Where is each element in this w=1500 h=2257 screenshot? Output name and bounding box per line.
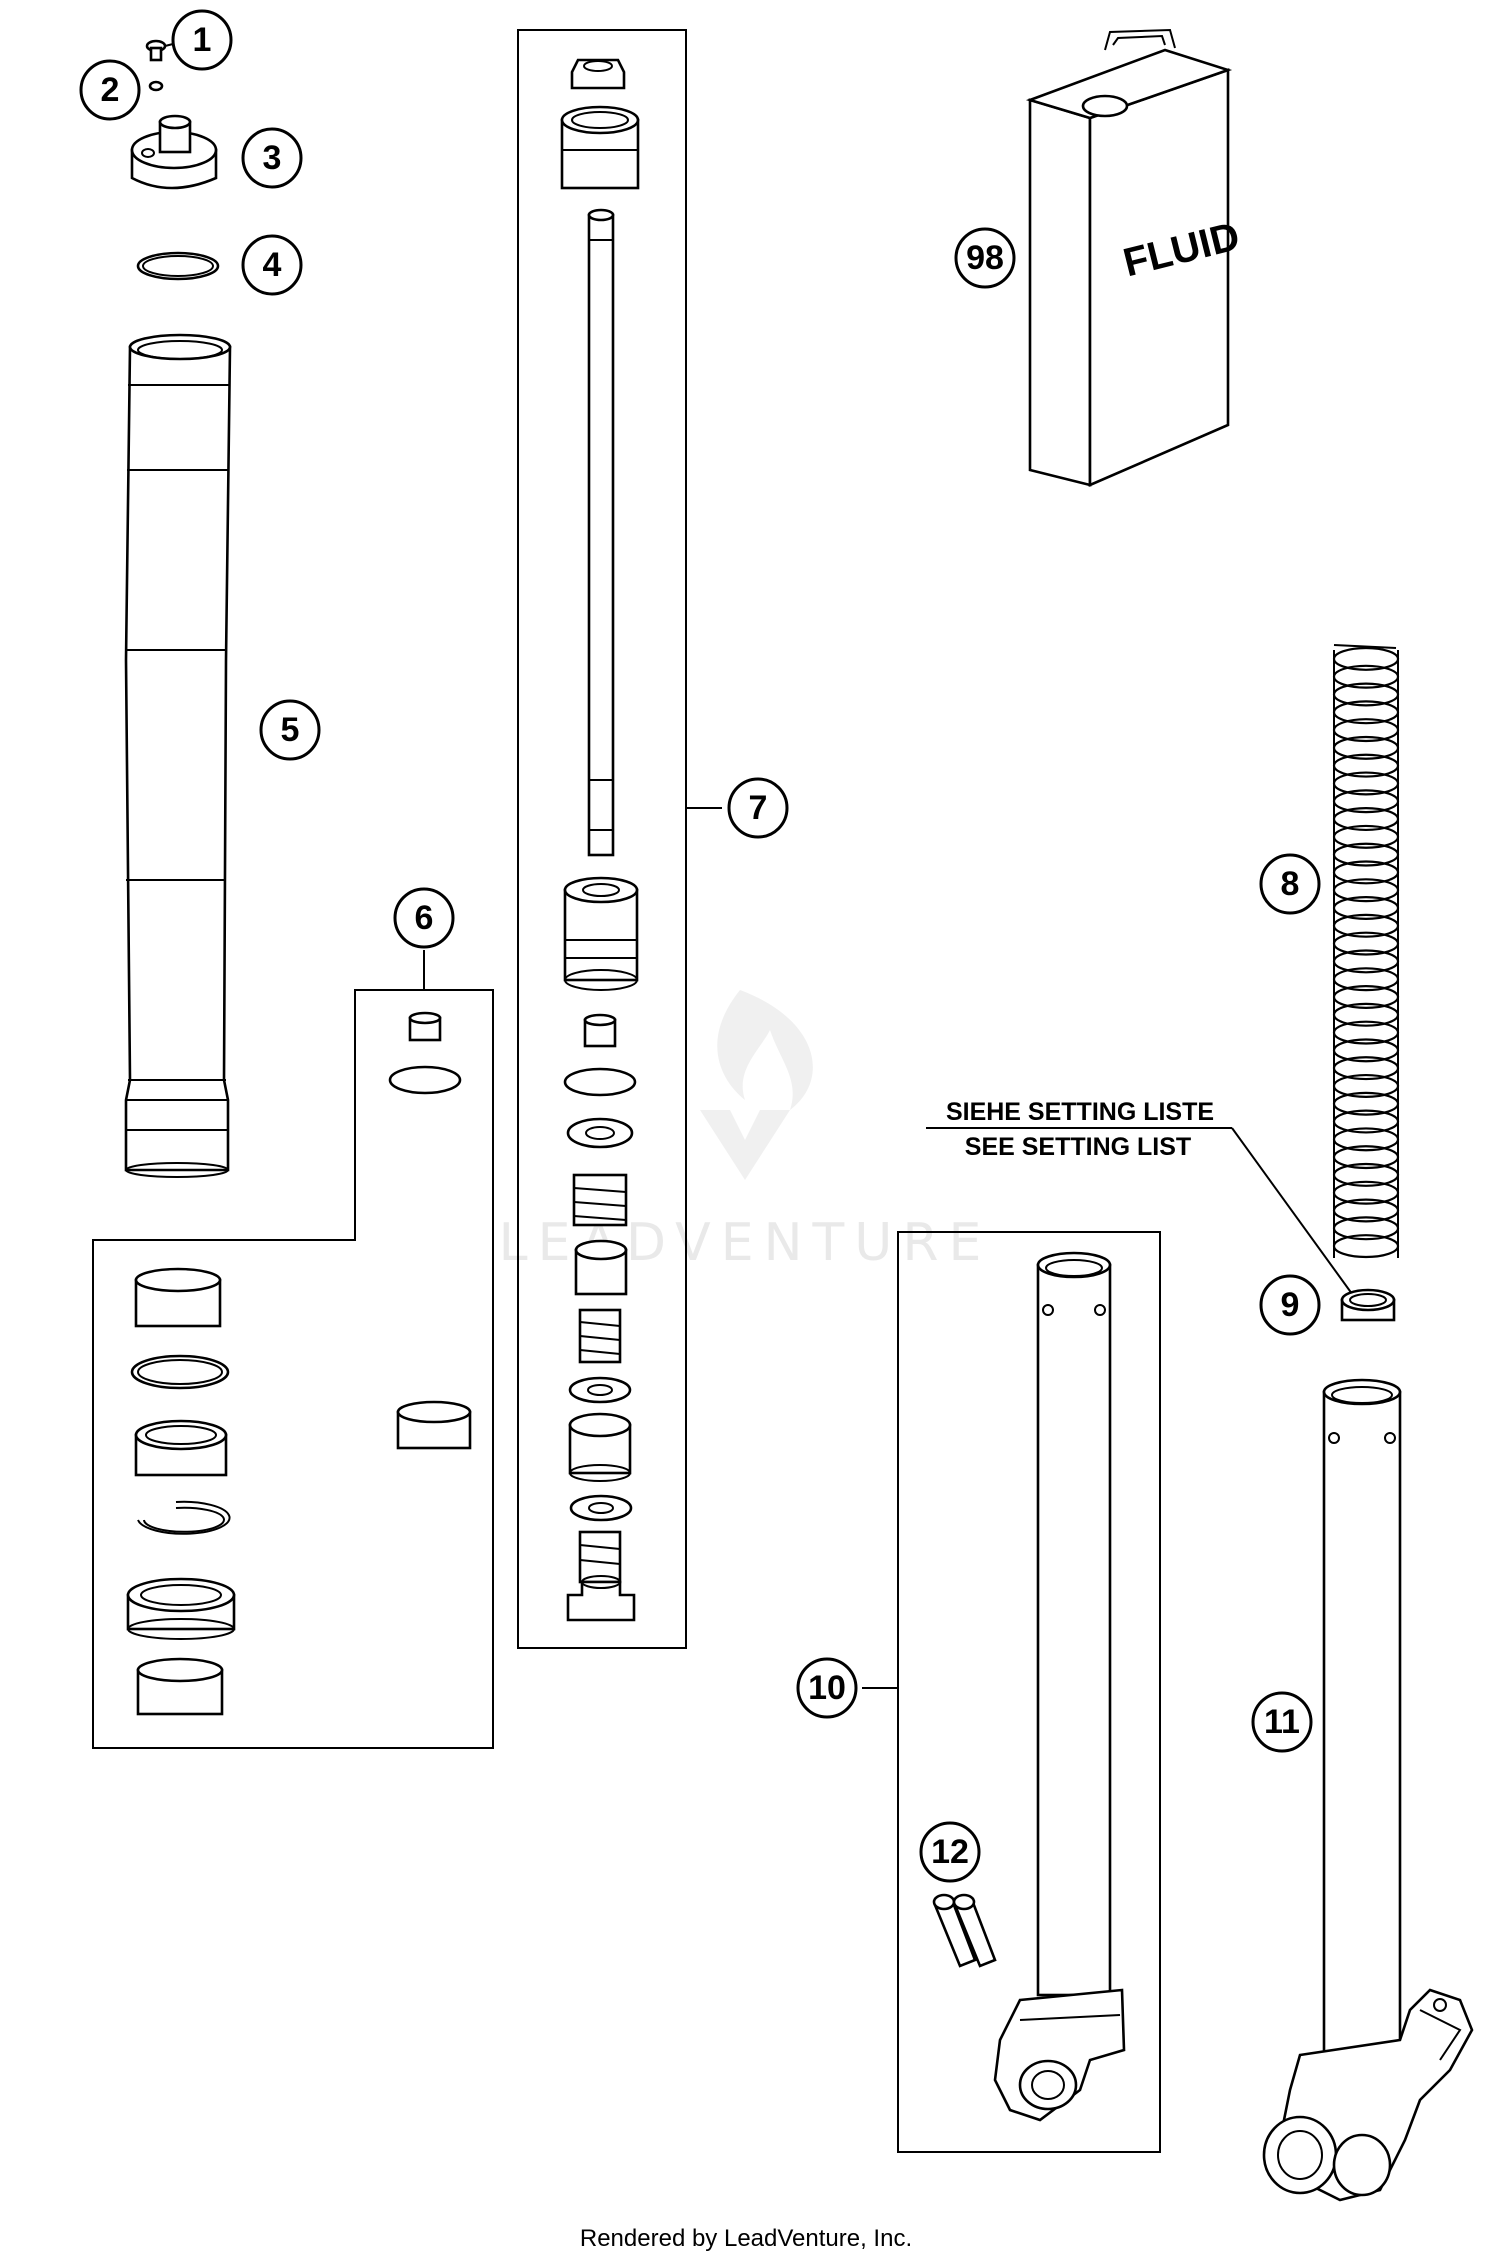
callout-6: 6 [393, 887, 455, 949]
part-12-axle-clamp-screws [932, 1893, 997, 1968]
part-98-fork-fluid-can: FLUID [1025, 28, 1244, 487]
part-5-outer-tube [124, 333, 232, 1178]
part-4-o-ring [136, 251, 220, 281]
callout-9: 9 [1259, 1274, 1321, 1336]
svg-text:9: 9 [1281, 1286, 1300, 1324]
part-2-washer [148, 80, 164, 92]
part-11-inner-tube-right [1262, 1378, 1474, 2202]
part-1-screw [145, 39, 167, 62]
footer-credit: Rendered by LeadVenture, Inc. [580, 2225, 912, 2252]
callout-98: 98 [954, 227, 1016, 289]
part-7-cartridge-assembly [517, 29, 722, 1649]
note-siehe-setting-liste: SIEHE SETTING LISTE [946, 1098, 1214, 1126]
part-10-inner-tube-left [862, 1231, 1161, 2153]
callout-4: 4 [241, 234, 303, 296]
callout-2: 2 [79, 59, 141, 121]
svg-text:3: 3 [263, 139, 282, 177]
callout-3: 3 [241, 127, 303, 189]
note-see-setting-list: SEE SETTING LIST [965, 1133, 1191, 1161]
callout-11: 11 [1251, 1691, 1313, 1753]
callout-10: 10 [796, 1657, 858, 1719]
svg-text:8: 8 [1281, 865, 1300, 903]
part-6-bushing-kit [92, 950, 494, 1749]
svg-text:2: 2 [101, 71, 120, 109]
callout-8: 8 [1259, 853, 1321, 915]
part-8-fork-spring [1332, 644, 1400, 1259]
svg-text:6: 6 [415, 899, 434, 937]
svg-text:7: 7 [749, 789, 768, 827]
svg-text:4: 4 [263, 246, 282, 284]
svg-text:1: 1 [193, 21, 212, 59]
svg-text:5: 5 [281, 711, 300, 749]
svg-text:10: 10 [808, 1669, 846, 1707]
svg-text:11: 11 [1264, 1703, 1300, 1741]
callout-5: 5 [259, 699, 321, 761]
svg-text:98: 98 [966, 239, 1004, 277]
part-9-spacer [1340, 1288, 1396, 1322]
watermark-text: LEADVENTURE [499, 1213, 992, 1273]
callout-7: 7 [727, 777, 789, 839]
svg-text:12: 12 [931, 1833, 969, 1871]
part-3-screw-cap [130, 114, 218, 190]
callout-12: 12 [919, 1821, 981, 1883]
callout-1: 1 [171, 9, 233, 71]
